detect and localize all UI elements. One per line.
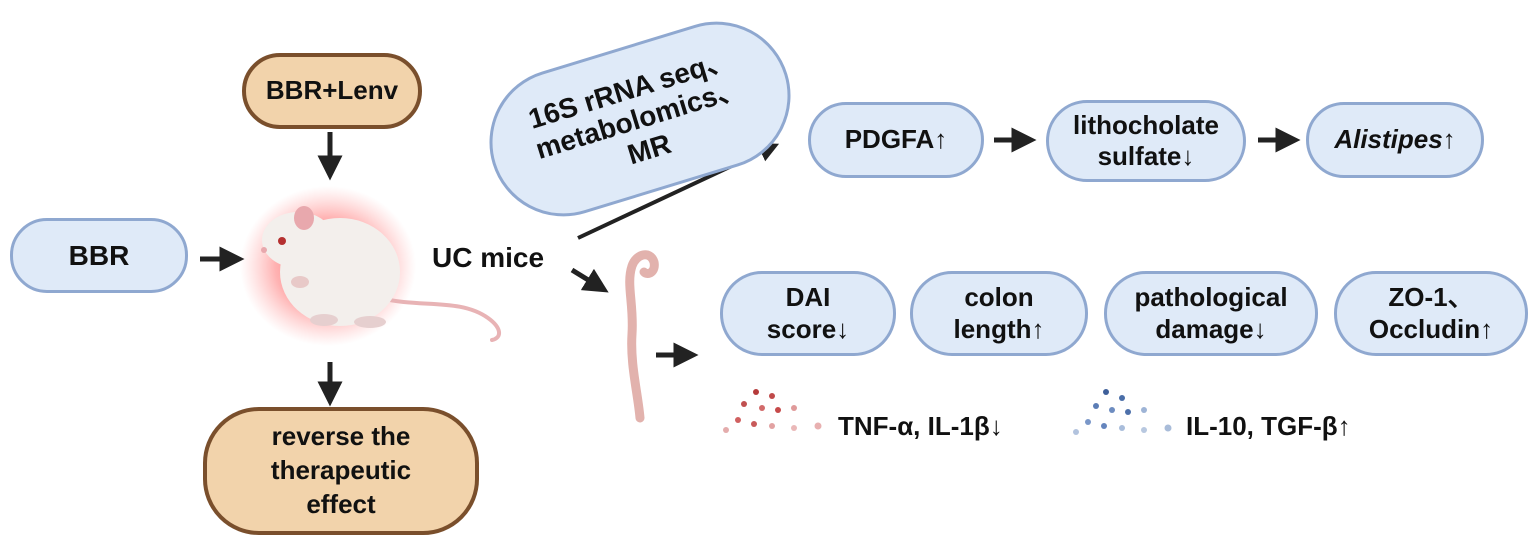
red-cytokine-dots-icon <box>723 389 822 433</box>
zo1-occludin-node: ZO-1、 Occludin↑ <box>1334 271 1528 356</box>
mouse-icon <box>240 186 501 346</box>
cytokines-up-label: IL-10, TGF-β↑ <box>1186 411 1351 441</box>
pathological-damage-node: pathological damage↓ <box>1104 271 1318 356</box>
bbr-lenv-node: BBR+Lenv <box>242 53 422 129</box>
blue-cytokine-dots-icon <box>1073 389 1172 435</box>
colon-length-node: colon length↑ <box>910 271 1088 356</box>
reverse-effect-node: reverse the therapeutic effect <box>203 407 479 535</box>
cytokines-down-label: TNF-α, IL-1β↓ <box>838 411 1003 441</box>
bbr-node: BBR <box>10 218 188 293</box>
uc-mice-label: UC mice <box>432 242 545 273</box>
dai-score-node: DAI score↓ <box>720 271 896 356</box>
colon-icon <box>625 250 659 423</box>
arrow-mice-to-colon <box>570 267 609 293</box>
alistipes-node: Alistipes↑ <box>1306 102 1484 178</box>
lithocholate-sulfate-node: lithocholate sulfate↓ <box>1046 100 1246 182</box>
pdgfa-node: PDGFA↑ <box>808 102 984 178</box>
